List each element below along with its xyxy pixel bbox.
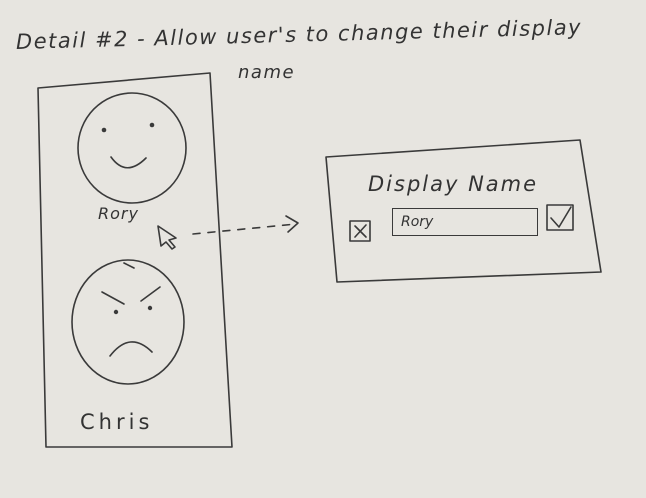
display-name-dialog: [325, 139, 602, 283]
avatar-chris: [71, 259, 185, 385]
display-name-input[interactable]: [392, 208, 538, 236]
user-list-panel: [37, 72, 233, 448]
dialog-title: Display Name: [368, 172, 539, 196]
page-heading-continued: name: [238, 62, 296, 83]
user-name-rory[interactable]: Rory: [98, 204, 139, 223]
user-name-chris[interactable]: Chris: [80, 410, 154, 434]
avatar-rory: [77, 92, 187, 204]
cancel-button[interactable]: [349, 220, 371, 242]
mouse-pointer-icon: [157, 225, 177, 250]
confirm-button[interactable]: [546, 204, 574, 231]
dashed-arrow-icon: [192, 223, 297, 235]
